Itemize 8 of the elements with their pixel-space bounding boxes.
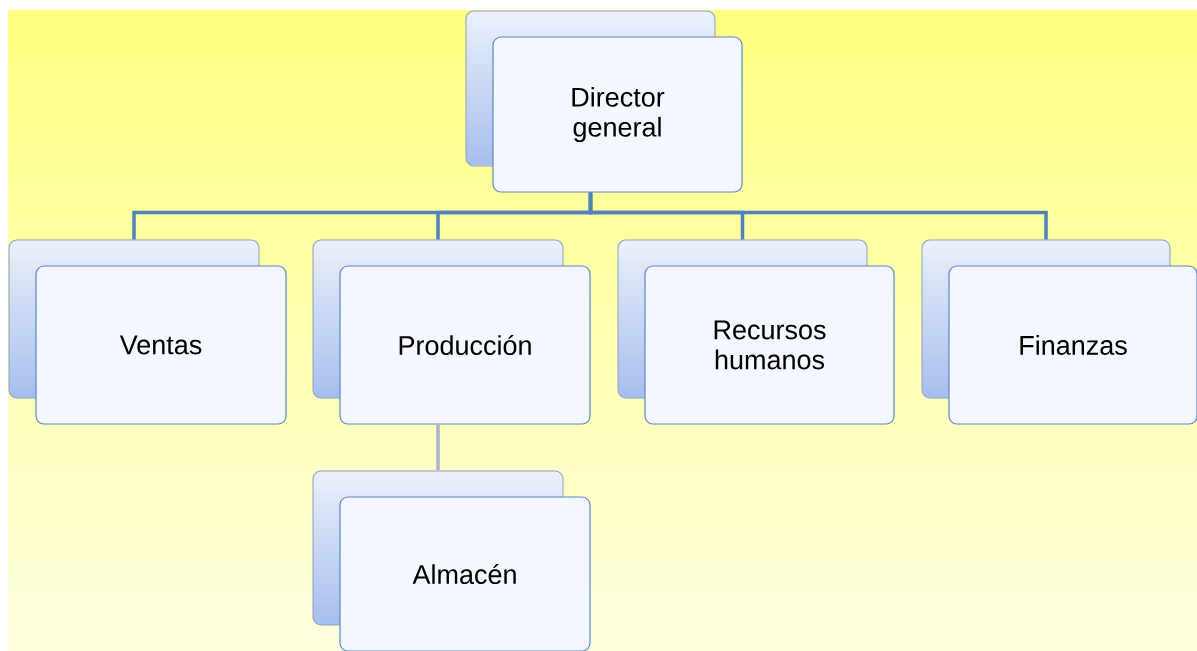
- org-box: Producción: [312, 239, 591, 425]
- org-box: Director general: [465, 10, 743, 193]
- connector-line: [436, 424, 440, 471]
- org-box: Ventas: [8, 239, 287, 425]
- connector-line: [588, 192, 1048, 240]
- org-box: Finanzas: [921, 239, 1197, 425]
- org-box: Recursos humanos: [617, 239, 895, 425]
- org-box: Almacén: [312, 470, 591, 651]
